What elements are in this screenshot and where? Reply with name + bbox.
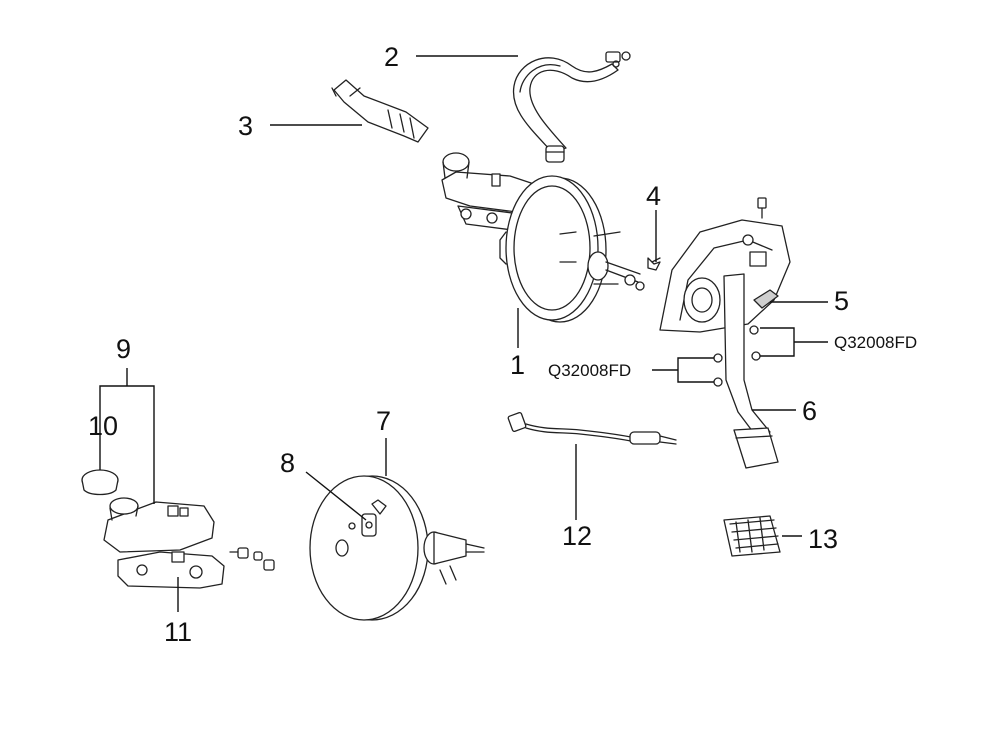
pedal-pad-part-13 bbox=[723, 515, 781, 557]
callout-11: 11 bbox=[164, 617, 193, 647]
master-cylinder-part-11 bbox=[117, 547, 275, 589]
leader-fastener-left bbox=[677, 357, 714, 383]
brake-booster-part-7 bbox=[309, 475, 485, 621]
callout-1: 1 bbox=[510, 350, 526, 380]
callout-7: 7 bbox=[376, 406, 392, 436]
callout-5: 5 bbox=[834, 286, 850, 316]
clip-part-4 bbox=[647, 257, 661, 271]
callout-4: 4 bbox=[646, 181, 662, 211]
brake-pedal-arm-part-6 bbox=[713, 273, 779, 469]
bracket-part-3 bbox=[331, 79, 429, 143]
callout-10: 10 bbox=[88, 411, 119, 441]
callout-8: 8 bbox=[280, 448, 296, 478]
callout-9: 9 bbox=[116, 334, 132, 364]
leader-fastener-right bbox=[760, 327, 795, 357]
callout-6: 6 bbox=[802, 396, 818, 426]
callout-3: 3 bbox=[238, 111, 254, 141]
reservoir-cap-part-10 bbox=[81, 469, 119, 496]
reservoir-part-9 bbox=[103, 497, 215, 553]
callout-2: 2 bbox=[384, 42, 400, 72]
brake-booster-assembly-part-1 bbox=[441, 152, 645, 323]
vacuum-hose-part-2 bbox=[512, 51, 631, 163]
fastener-code-left: Q32008FD bbox=[548, 361, 632, 380]
fastener-code-right: Q32008FD bbox=[834, 333, 918, 352]
sensor-cable-part-12 bbox=[507, 412, 677, 445]
callout-12: 12 bbox=[562, 521, 593, 551]
leader-part-8 bbox=[305, 471, 367, 521]
callout-13: 13 bbox=[808, 524, 839, 554]
leader-lines bbox=[99, 55, 828, 612]
